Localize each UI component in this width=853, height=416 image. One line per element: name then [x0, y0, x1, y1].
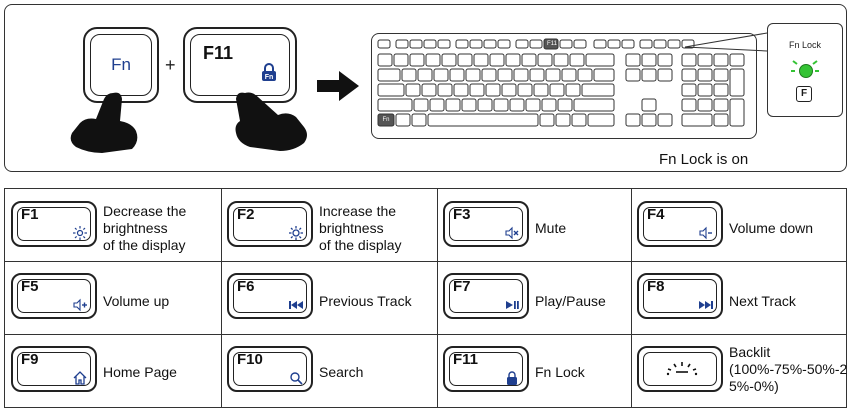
f4-description: Volume down: [729, 220, 814, 236]
fn-key-label: Fn: [111, 55, 131, 74]
f3-key-label: F3: [453, 206, 471, 223]
fn-lock-led: [799, 64, 813, 78]
f1-key: F1: [11, 201, 97, 247]
f11-key-label: F11: [203, 43, 234, 63]
f8-key-label: F8: [647, 278, 665, 295]
indicator-key-label: F: [796, 86, 812, 102]
f11-description: Fn Lock: [535, 364, 585, 380]
pressing-hand-icon: [235, 92, 307, 151]
brightness-up-icon: [289, 226, 303, 240]
keyboard-illustration: F11 Fn: [371, 33, 757, 139]
f9-description: Home Page: [103, 364, 177, 380]
f10-key-label: F10: [237, 351, 263, 368]
home-icon: [73, 371, 87, 385]
f7-description: Play/Pause: [535, 293, 606, 309]
keyboard-keys: [377, 38, 745, 127]
function-row-f3: F3 Mute: [437, 189, 631, 261]
fn-lock-instruction-panel: Fn + F11 Fn: [4, 4, 847, 172]
f8-key: F8: [637, 273, 723, 319]
led-glow-icon: [791, 60, 819, 72]
f11-key-label: F11: [453, 351, 479, 368]
fn-lock-indicator-callout: Fn Lock F: [767, 23, 843, 117]
keyboard-fn-key-label: Fn: [382, 117, 390, 123]
brightness-down-icon: [73, 226, 87, 240]
volume-up-icon: [73, 298, 87, 312]
f7-key-label: F7: [453, 278, 471, 295]
f5-key-label: F5: [21, 278, 39, 295]
function-row-f7: F7 Play/Pause: [437, 261, 631, 334]
f1-key-label: F1: [21, 206, 39, 223]
f3-description: Mute: [535, 220, 567, 236]
fn-lock-status-text: Fn Lock is on: [659, 151, 749, 168]
play-pause-icon: [506, 301, 519, 309]
function-row-f11: F11 Fn Lock: [437, 334, 631, 407]
callout-pointer: [685, 32, 768, 52]
indicator-title: Fn Lock: [788, 40, 821, 50]
f7-key: F7: [443, 273, 529, 319]
fn-lock-icon: [507, 371, 517, 385]
f8-description: Next Track: [729, 293, 796, 309]
f4-key-label: F4: [647, 206, 665, 223]
arrow-right-icon: [317, 71, 359, 101]
mute-icon: [505, 226, 519, 240]
previous-track-icon: [289, 301, 303, 309]
function-row-f5: F5 Volume up: [5, 261, 221, 334]
function-row-f10: F10 Search: [221, 334, 437, 407]
f3-key: F3: [443, 201, 529, 247]
f4-key: F4: [637, 201, 723, 247]
f5-key: F5: [11, 273, 97, 319]
f10-description: Search: [319, 364, 364, 380]
volume-down-icon: [699, 226, 712, 240]
f11-key: F11: [443, 346, 529, 392]
f2-key-label: F2: [237, 206, 255, 223]
function-row-f6: F6 Previous Track: [221, 261, 437, 334]
function-row-f4: F4 Volume down: [631, 189, 846, 261]
pressing-hand-icon: [70, 92, 138, 153]
f9-key: F9: [11, 346, 97, 392]
f6-description: Previous Track: [319, 293, 412, 309]
function-row-f9: F9 Home Page: [5, 334, 221, 407]
f2-key: F2: [227, 201, 313, 247]
f6-key-label: F6: [237, 278, 255, 295]
svg-text:Fn: Fn: [265, 74, 274, 81]
search-icon: [290, 372, 303, 385]
function-row-f8: F8 Next Track: [631, 261, 846, 334]
keyboard-f11-key-label: F11: [547, 41, 557, 47]
f6-key: F6: [227, 273, 313, 319]
f10-key: F10: [227, 346, 313, 392]
fn-lock-icon: Fn: [262, 63, 276, 81]
fn-key: Fn: [83, 27, 159, 103]
backlight-icon: [666, 362, 698, 376]
f9-key-label: F9: [21, 351, 39, 368]
plus-sign: +: [165, 55, 176, 75]
backlight-key: [637, 346, 723, 392]
next-track-icon: [699, 301, 713, 309]
f5-description: Volume up: [103, 293, 170, 309]
